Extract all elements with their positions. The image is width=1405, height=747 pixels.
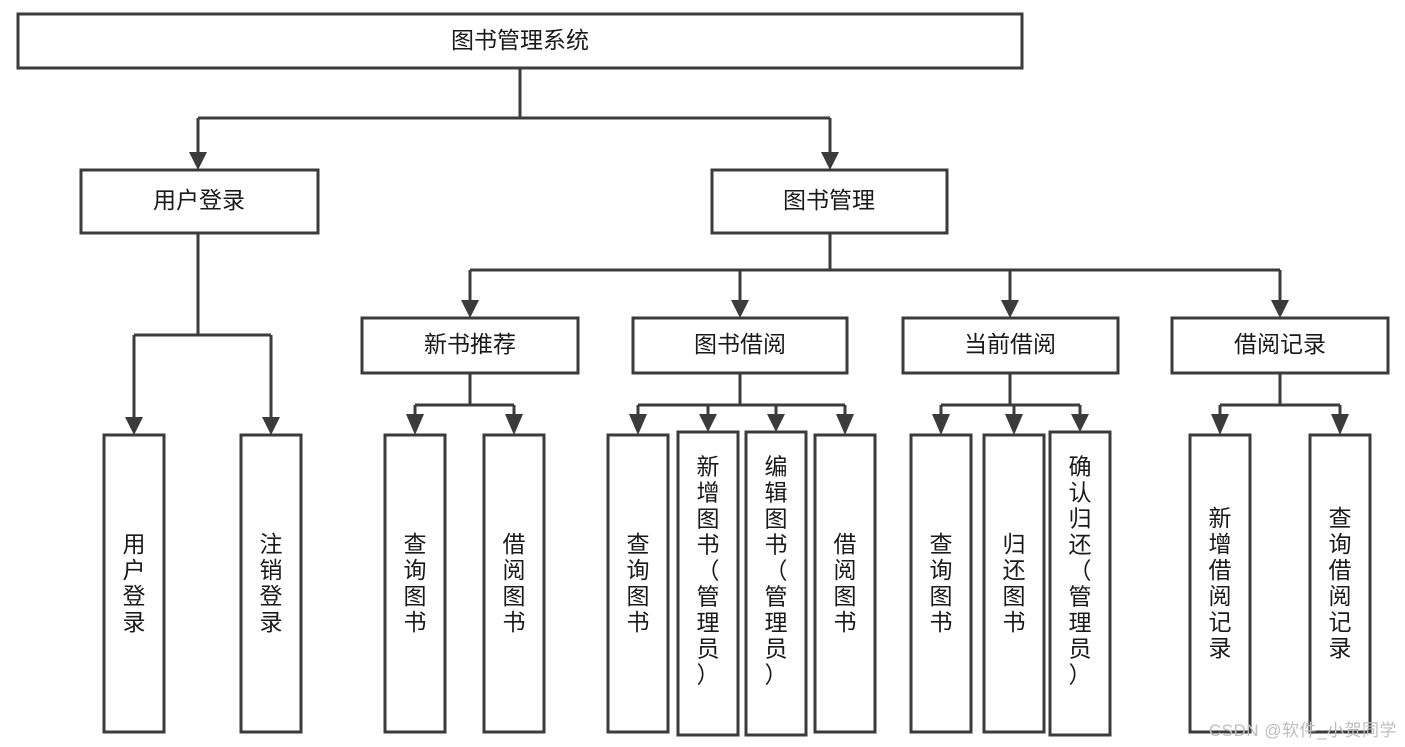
node-new-book-recommend[interactable]: 新书推荐: [360, 316, 580, 375]
leaf-node[interactable]: 归还图书: [982, 433, 1046, 734]
leaf-node-label: 新增图书（管理员）: [697, 453, 720, 687]
node-current-borrow[interactable]: 当前借阅: [901, 316, 1120, 375]
node-book-borrow-box[interactable]: [631, 316, 849, 375]
leaf-node[interactable]: 借阅图书: [482, 433, 546, 734]
leaf-node-label: 编辑图书（管理员）: [765, 453, 788, 687]
leaf-node[interactable]: 查询图书: [909, 433, 973, 734]
node-current-borrow-box[interactable]: [901, 316, 1120, 375]
leaf-node-label: 归还图书: [1003, 531, 1026, 635]
leaf-node-label: 确认归还（管理员）: [1069, 453, 1092, 687]
node-book-borrow-label: 图书借阅: [694, 331, 786, 357]
node-current-borrow-label: 当前借阅: [964, 331, 1056, 357]
leaf-node-box[interactable]: [1188, 433, 1252, 734]
leaf-node[interactable]: 用户登录: [102, 433, 166, 734]
node-borrow-record[interactable]: 借阅记录: [1170, 316, 1390, 375]
leaf-node-box[interactable]: [982, 433, 1046, 734]
leaf-node[interactable]: 查询图书: [383, 433, 447, 734]
node-user-login-box[interactable]: [79, 168, 320, 235]
leaf-node-box[interactable]: [909, 433, 973, 734]
leaf-node-label: 查询图书: [627, 531, 650, 635]
arrow-head-current-borrow: [1001, 300, 1019, 318]
arrow-head-cb-leaf-2: [1005, 414, 1023, 435]
arrow-head-book-mgmt: [821, 152, 839, 170]
leaf-node-label: 注销登录: [260, 531, 283, 635]
arrow-head-nbr-leaf-2: [505, 414, 523, 435]
leaf-node-box[interactable]: [1308, 433, 1372, 734]
arrow-head-leaf-user-login: [125, 417, 143, 435]
leaf-node-layer: 用户登录 注销登录 查询图书 借阅图书 查询图书 新增图书（管理员） 编辑图书（管理员） 借阅…: [102, 430, 1372, 737]
arrow-head-bb-leaf-2: [699, 414, 717, 432]
leaf-node-box[interactable]: [744, 430, 808, 737]
leaf-node[interactable]: 查询图书: [606, 433, 670, 734]
leaf-node-box[interactable]: [239, 433, 303, 734]
leaf-node-box[interactable]: [482, 433, 546, 734]
arrow-head-book-borrow: [731, 300, 749, 318]
leaf-node-box[interactable]: [813, 433, 877, 734]
leaf-node-box[interactable]: [606, 433, 670, 734]
node-book-management-label: 图书管理: [783, 187, 875, 213]
connector-layer: [125, 68, 1349, 435]
node-user-login-label: 用户登录: [153, 187, 245, 213]
arrow-head-new-book-rec: [461, 300, 479, 318]
arrow-head-leaf-logout: [262, 417, 280, 435]
leaf-node-label: 借阅图书: [503, 531, 526, 635]
leaf-node[interactable]: 新增图书（管理员）: [676, 430, 740, 737]
arrow-head-nbr-leaf-1: [406, 414, 424, 435]
leaf-node[interactable]: 新增借阅记录: [1188, 433, 1252, 734]
arrow-head-borrow-record: [1271, 300, 1289, 318]
arrow-head-cb-leaf-3: [1071, 414, 1089, 432]
node-root[interactable]: 图书管理系统: [16, 12, 1024, 70]
leaf-node-box[interactable]: [1048, 430, 1112, 737]
node-borrow-record-label: 借阅记录: [1234, 331, 1326, 357]
node-root-box[interactable]: [16, 12, 1024, 70]
node-new-book-recommend-box[interactable]: [360, 316, 580, 375]
node-new-book-recommend-label: 新书推荐: [424, 331, 516, 357]
leaf-node-box[interactable]: [676, 430, 740, 737]
node-book-management[interactable]: 图书管理: [710, 168, 949, 235]
arrow-head-bb-leaf-3: [767, 414, 785, 432]
arrow-head-user-login: [189, 152, 207, 170]
node-book-borrow[interactable]: 图书借阅: [631, 316, 849, 375]
node-borrow-record-box[interactable]: [1170, 316, 1390, 375]
leaf-node[interactable]: 借阅图书: [813, 433, 877, 734]
leaf-node-label: 查询借阅记录: [1329, 505, 1352, 661]
leaf-node-label: 借阅图书: [834, 531, 857, 635]
leaf-node-label: 查询图书: [404, 531, 427, 635]
arrow-head-br-leaf-1: [1211, 414, 1229, 435]
leaf-node-label: 用户登录: [123, 531, 146, 635]
arrow-head-br-leaf-2: [1331, 414, 1349, 435]
node-user-login[interactable]: 用户登录: [79, 168, 320, 235]
csdn-watermark: CSDN @软件_小贺同学: [1208, 721, 1397, 740]
arrow-head-cb-leaf-1: [932, 414, 950, 435]
leaf-node-box[interactable]: [383, 433, 447, 734]
arrow-head-bb-leaf-4: [836, 414, 854, 435]
leaf-node-box[interactable]: [102, 433, 166, 734]
leaf-node[interactable]: 注销登录: [239, 433, 303, 734]
leaf-node-label: 新增借阅记录: [1209, 505, 1232, 661]
leaf-node-label: 查询图书: [930, 531, 953, 635]
leaf-node[interactable]: 查询借阅记录: [1308, 433, 1372, 734]
leaf-node[interactable]: 确认归还（管理员）: [1048, 430, 1112, 737]
arrow-head-bb-leaf-1: [629, 414, 647, 435]
node-book-management-box[interactable]: [710, 168, 949, 235]
leaf-node[interactable]: 编辑图书（管理员）: [744, 430, 808, 737]
node-root-label: 图书管理系统: [451, 27, 589, 53]
